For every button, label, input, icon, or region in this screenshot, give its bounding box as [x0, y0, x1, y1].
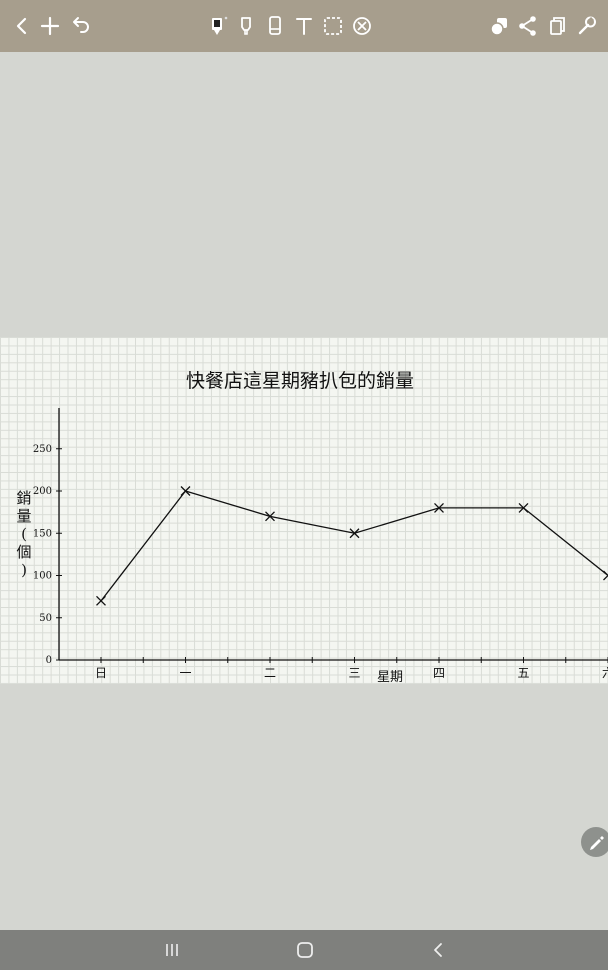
add-icon[interactable] — [36, 12, 64, 40]
y-tick-label: 100 — [33, 571, 52, 582]
x-tick-label: 三 — [348, 666, 360, 680]
y-tick-label: 200 — [33, 486, 52, 497]
y-axis-label-char: ( — [21, 525, 27, 543]
home-icon[interactable] — [293, 938, 317, 962]
y-tick-label: 50 — [39, 613, 52, 624]
data-point-marker — [603, 570, 608, 581]
data-point-marker — [434, 502, 444, 513]
share-icon[interactable] — [514, 12, 542, 40]
y-axis-label-char: ) — [21, 561, 27, 579]
recent-apps-icon[interactable] — [160, 938, 184, 962]
sales-series — [96, 486, 608, 606]
data-point-marker — [518, 502, 529, 513]
y-axis-label-char: 量 — [16, 507, 31, 525]
selection-icon[interactable] — [319, 12, 347, 40]
top-toolbar — [0, 0, 608, 52]
x-tick-label: 一 — [179, 666, 191, 680]
x-tick-label: 四 — [433, 666, 445, 680]
eraser-icon[interactable] — [261, 12, 289, 40]
y-tick-label: 250 — [33, 444, 52, 455]
edit-fab-button[interactable] — [581, 827, 608, 857]
x-axis-label: 星期 — [377, 670, 403, 684]
data-point-marker — [180, 486, 191, 496]
y-ticks: 0 50 100 150 200 250 — [33, 444, 62, 666]
data-point-marker — [265, 511, 275, 522]
line-chart: 快餐店這星期豬扒包的銷量 銷量(個) 0 50 100 150 200 250 日 一 二 三 四… — [16, 370, 608, 684]
data-point-marker — [96, 595, 106, 606]
x-tick-label: 六 — [602, 666, 608, 680]
pencil-icon — [590, 836, 604, 850]
settings-icon[interactable] — [572, 12, 600, 40]
text-icon[interactable] — [290, 12, 318, 40]
x-tick-label: 五 — [517, 666, 529, 680]
y-axis-label: 銷量(個) — [16, 489, 31, 579]
layers-icon[interactable] — [485, 12, 513, 40]
pen-icon[interactable] — [203, 12, 231, 40]
x-ticks: 日一二三四五六 — [95, 657, 608, 680]
nav-back-icon[interactable] — [426, 938, 450, 962]
copy-icon[interactable] — [543, 12, 571, 40]
system-nav-bar — [0, 930, 608, 970]
series-line — [100, 490, 608, 602]
undo-icon[interactable] — [66, 12, 94, 40]
highlighter-icon[interactable] — [232, 12, 260, 40]
chart-title: 快餐店這星期豬扒包的銷量 — [186, 370, 414, 392]
chart-axes — [58, 408, 608, 661]
data-point-marker — [349, 528, 360, 539]
y-axis-label-char: 個 — [16, 543, 31, 561]
y-tick-label: 150 — [33, 528, 52, 539]
x-tick-label: 日 — [95, 666, 107, 680]
y-axis-label-text: 銷量(個) — [16, 489, 31, 579]
graph-paper-sheet: 快餐店這星期豬扒包的銷量 銷量(個) 0 50 100 150 200 250 日 一 二 三 四… — [0, 337, 608, 684]
x-tick-label: 二 — [264, 666, 276, 680]
y-axis-label-char: 銷 — [16, 489, 31, 507]
y-tick-label: 0 — [46, 655, 52, 666]
delete-icon[interactable] — [348, 12, 376, 40]
back-icon[interactable] — [8, 12, 36, 40]
